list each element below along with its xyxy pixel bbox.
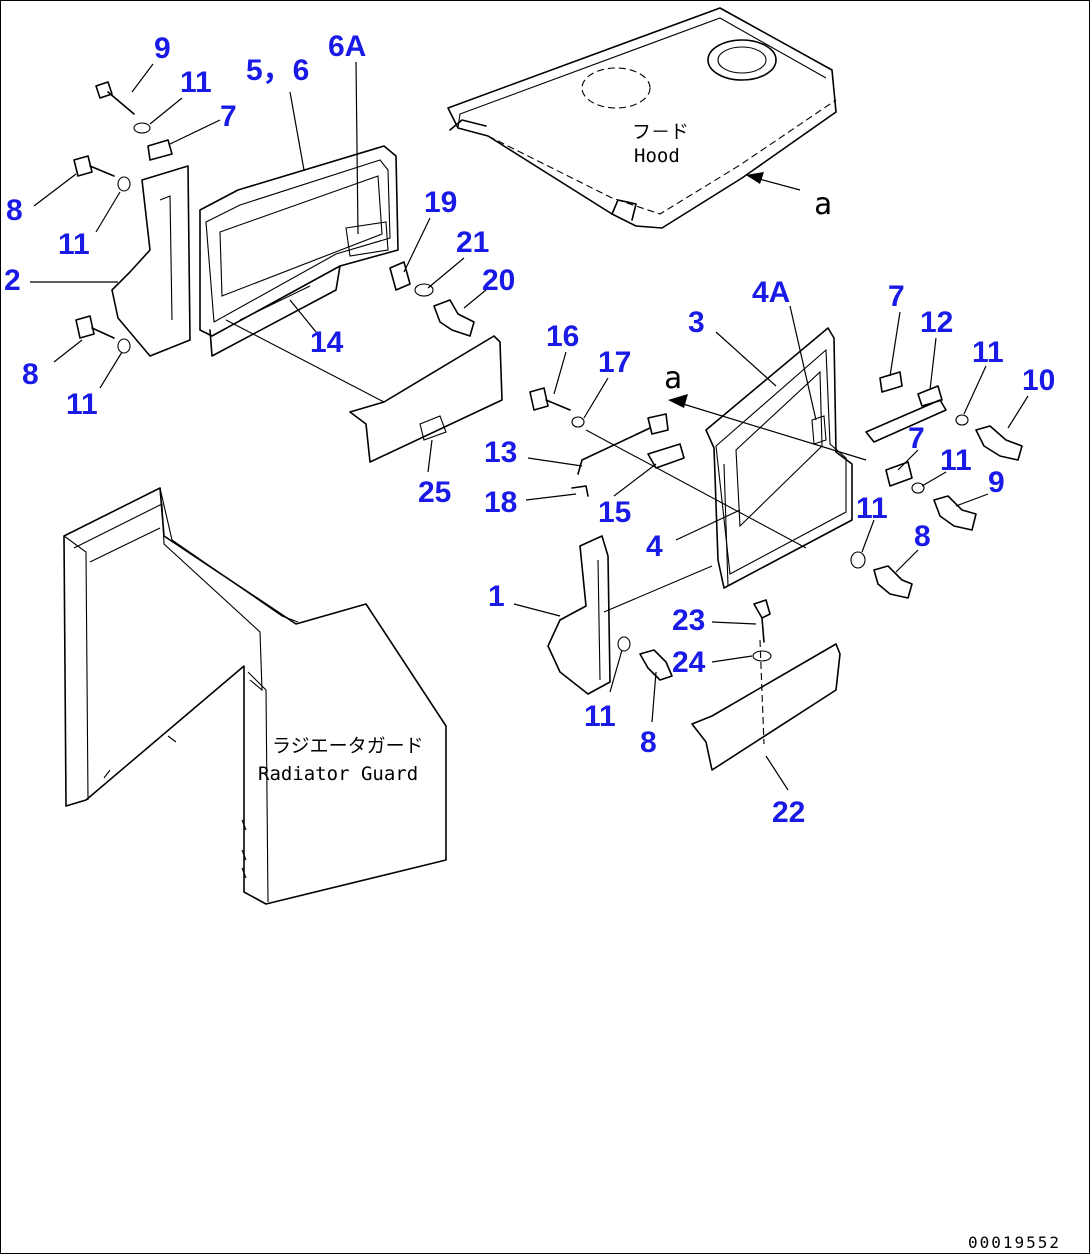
- callout-9: 9: [988, 466, 1005, 499]
- callout-12: 12: [920, 306, 953, 339]
- radiator-label-en: Radiator Guard: [258, 763, 418, 785]
- right-side-assembly: a: [529, 327, 1023, 771]
- callout-3: 3: [688, 306, 705, 339]
- callout-11: 11: [972, 336, 1004, 369]
- callout-5-6: 5，6: [246, 54, 309, 87]
- hood-label-en: Hood: [634, 145, 680, 167]
- hood-label-jp: フ－ド: [632, 121, 689, 143]
- view-a-label-mid: a: [664, 361, 682, 396]
- callout-4A: 4A: [752, 276, 790, 309]
- callout-11: 11: [180, 66, 212, 99]
- callout-20: 20: [482, 264, 515, 297]
- callouts: 9 11 5，6 6A 7 8 11 2 8 11 19 21 20 14 25…: [4, 30, 1055, 829]
- callout-11: 11: [66, 388, 98, 421]
- callout-25: 25: [418, 476, 451, 509]
- callout-16: 16: [546, 320, 579, 353]
- callout-11: 11: [940, 444, 972, 477]
- callout-7: 7: [888, 280, 905, 313]
- callout-8: 8: [640, 726, 657, 759]
- radiator-label-jp: ラジエータガード: [272, 735, 424, 757]
- callout-22: 22: [772, 796, 805, 829]
- hood-drawing: フ－ド Hood a: [447, 7, 837, 229]
- bolt-9-left: [95, 81, 135, 115]
- callout-11: 11: [58, 228, 90, 261]
- leader-lines: [30, 61, 1029, 791]
- callout-9: 9: [154, 32, 171, 65]
- view-a-arrowhead: [746, 172, 764, 184]
- callout-23: 23: [672, 604, 705, 637]
- callout-8: 8: [6, 194, 23, 227]
- callout-21: 21: [456, 226, 489, 259]
- callout-7: 7: [908, 422, 925, 455]
- radiator-guard-drawing: ラジエータガード Radiator Guard: [63, 487, 447, 905]
- callout-8: 8: [914, 520, 931, 553]
- callout-11: 11: [584, 700, 616, 733]
- callout-24: 24: [672, 646, 706, 679]
- callout-19: 19: [424, 186, 457, 219]
- callout-10: 10: [1022, 364, 1055, 397]
- view-a-arrowhead-mid: [668, 394, 688, 408]
- callout-6A: 6A: [328, 30, 366, 63]
- view-a-label-top: a: [814, 187, 832, 222]
- figure-code: 00019552: [968, 1233, 1061, 1252]
- callout-11: 11: [856, 492, 888, 525]
- callout-14: 14: [310, 326, 344, 359]
- callout-1: 1: [488, 580, 505, 613]
- callout-17: 17: [598, 346, 631, 379]
- callout-13: 13: [484, 436, 517, 469]
- callout-15: 15: [598, 496, 631, 529]
- callout-7: 7: [220, 100, 237, 133]
- callout-4: 4: [646, 530, 663, 563]
- left-side-assembly: [73, 81, 503, 463]
- callout-2: 2: [4, 264, 21, 297]
- callout-8: 8: [22, 358, 39, 391]
- callout-18: 18: [484, 486, 517, 519]
